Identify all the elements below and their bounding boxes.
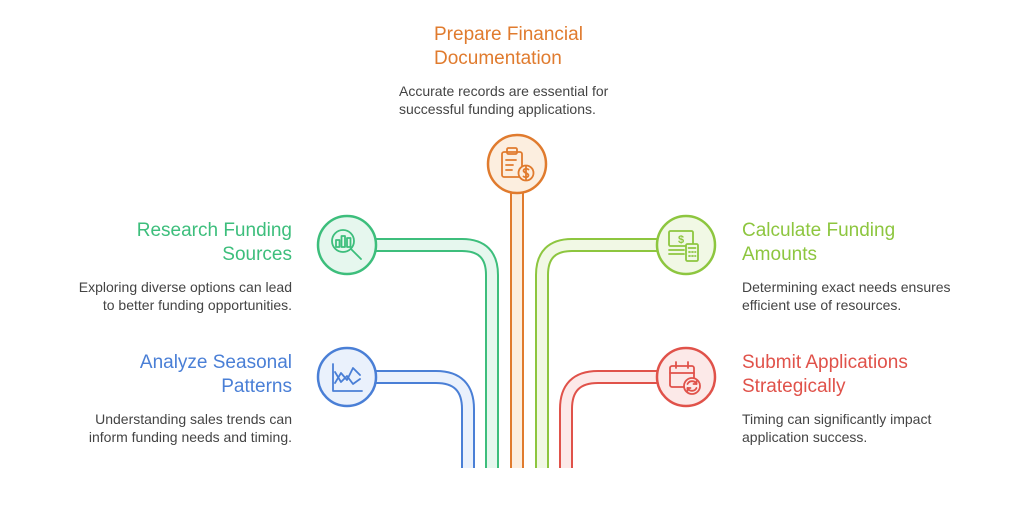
research-title-line2: Sources — [222, 244, 292, 265]
research-node — [316, 214, 378, 276]
submit-description: Timing can significantly impact applicat… — [742, 410, 931, 446]
submit-title-line1: Submit Applications — [742, 352, 908, 373]
analyze-pipe-band — [376, 370, 475, 468]
trend-chart-icon — [332, 363, 363, 392]
submit-desc-line2: application success. — [742, 429, 868, 445]
money-calculator-icon: $ — [668, 230, 699, 262]
calculate-title-line2: Amounts — [742, 244, 817, 265]
prepare-desc-line2: successful funding applications. — [399, 101, 596, 117]
prepare-title-line2: Documentation — [434, 48, 562, 69]
research-desc-line1: Exploring diverse options can lead — [78, 279, 292, 295]
research-desc-line2: to better funding opportunities. — [102, 297, 292, 313]
calculate-desc-line2: efficient use of resources. — [742, 297, 902, 313]
submit-pipe-band — [559, 370, 658, 468]
prepare-title-line1: Prepare Financial — [434, 24, 583, 45]
analyze-description: Understanding sales trends can inform fu… — [89, 410, 292, 446]
submit-title-line2: Strategically — [742, 376, 846, 397]
calculate-title-line1: Calculate Funding — [742, 220, 896, 241]
prepare-node — [486, 133, 548, 195]
analyze-node — [316, 346, 378, 408]
submit-desc-line1: Timing can significantly impact — [742, 411, 932, 427]
calculate-desc-line1: Determining exact needs ensures — [742, 279, 951, 295]
calculate-node: $ — [655, 214, 717, 276]
analyze-title: Analyze Seasonal Patterns — [140, 351, 292, 399]
research-title-line1: Research Funding — [136, 220, 292, 241]
calculate-description: Determining exact needs ensures efficien… — [742, 278, 951, 314]
prepare-desc-line1: Accurate records are essential for — [399, 83, 609, 99]
research-title: Research Funding Sources — [137, 219, 292, 267]
svg-text:$: $ — [678, 234, 684, 246]
submit-title: Submit Applications Strategically — [742, 351, 908, 399]
analyze-desc-line2: inform funding needs and timing. — [88, 429, 292, 445]
submit-node — [655, 346, 717, 408]
research-description: Exploring diverse options can lead to be… — [79, 278, 292, 314]
calculate-title: Calculate Funding Amounts — [742, 219, 895, 267]
analyze-title-line1: Analyze Seasonal — [139, 352, 292, 373]
magnifier-chart-icon — [331, 229, 362, 260]
prepare-description: Accurate records are essential for succe… — [399, 82, 608, 118]
calendar-refresh-icon — [669, 361, 701, 395]
prepare-title: Prepare Financial Documentation — [434, 23, 583, 71]
analyze-desc-line1: Understanding sales trends can — [95, 411, 292, 427]
analyze-title-line2: Patterns — [221, 376, 292, 397]
clipboard-dollar-icon — [501, 147, 535, 182]
